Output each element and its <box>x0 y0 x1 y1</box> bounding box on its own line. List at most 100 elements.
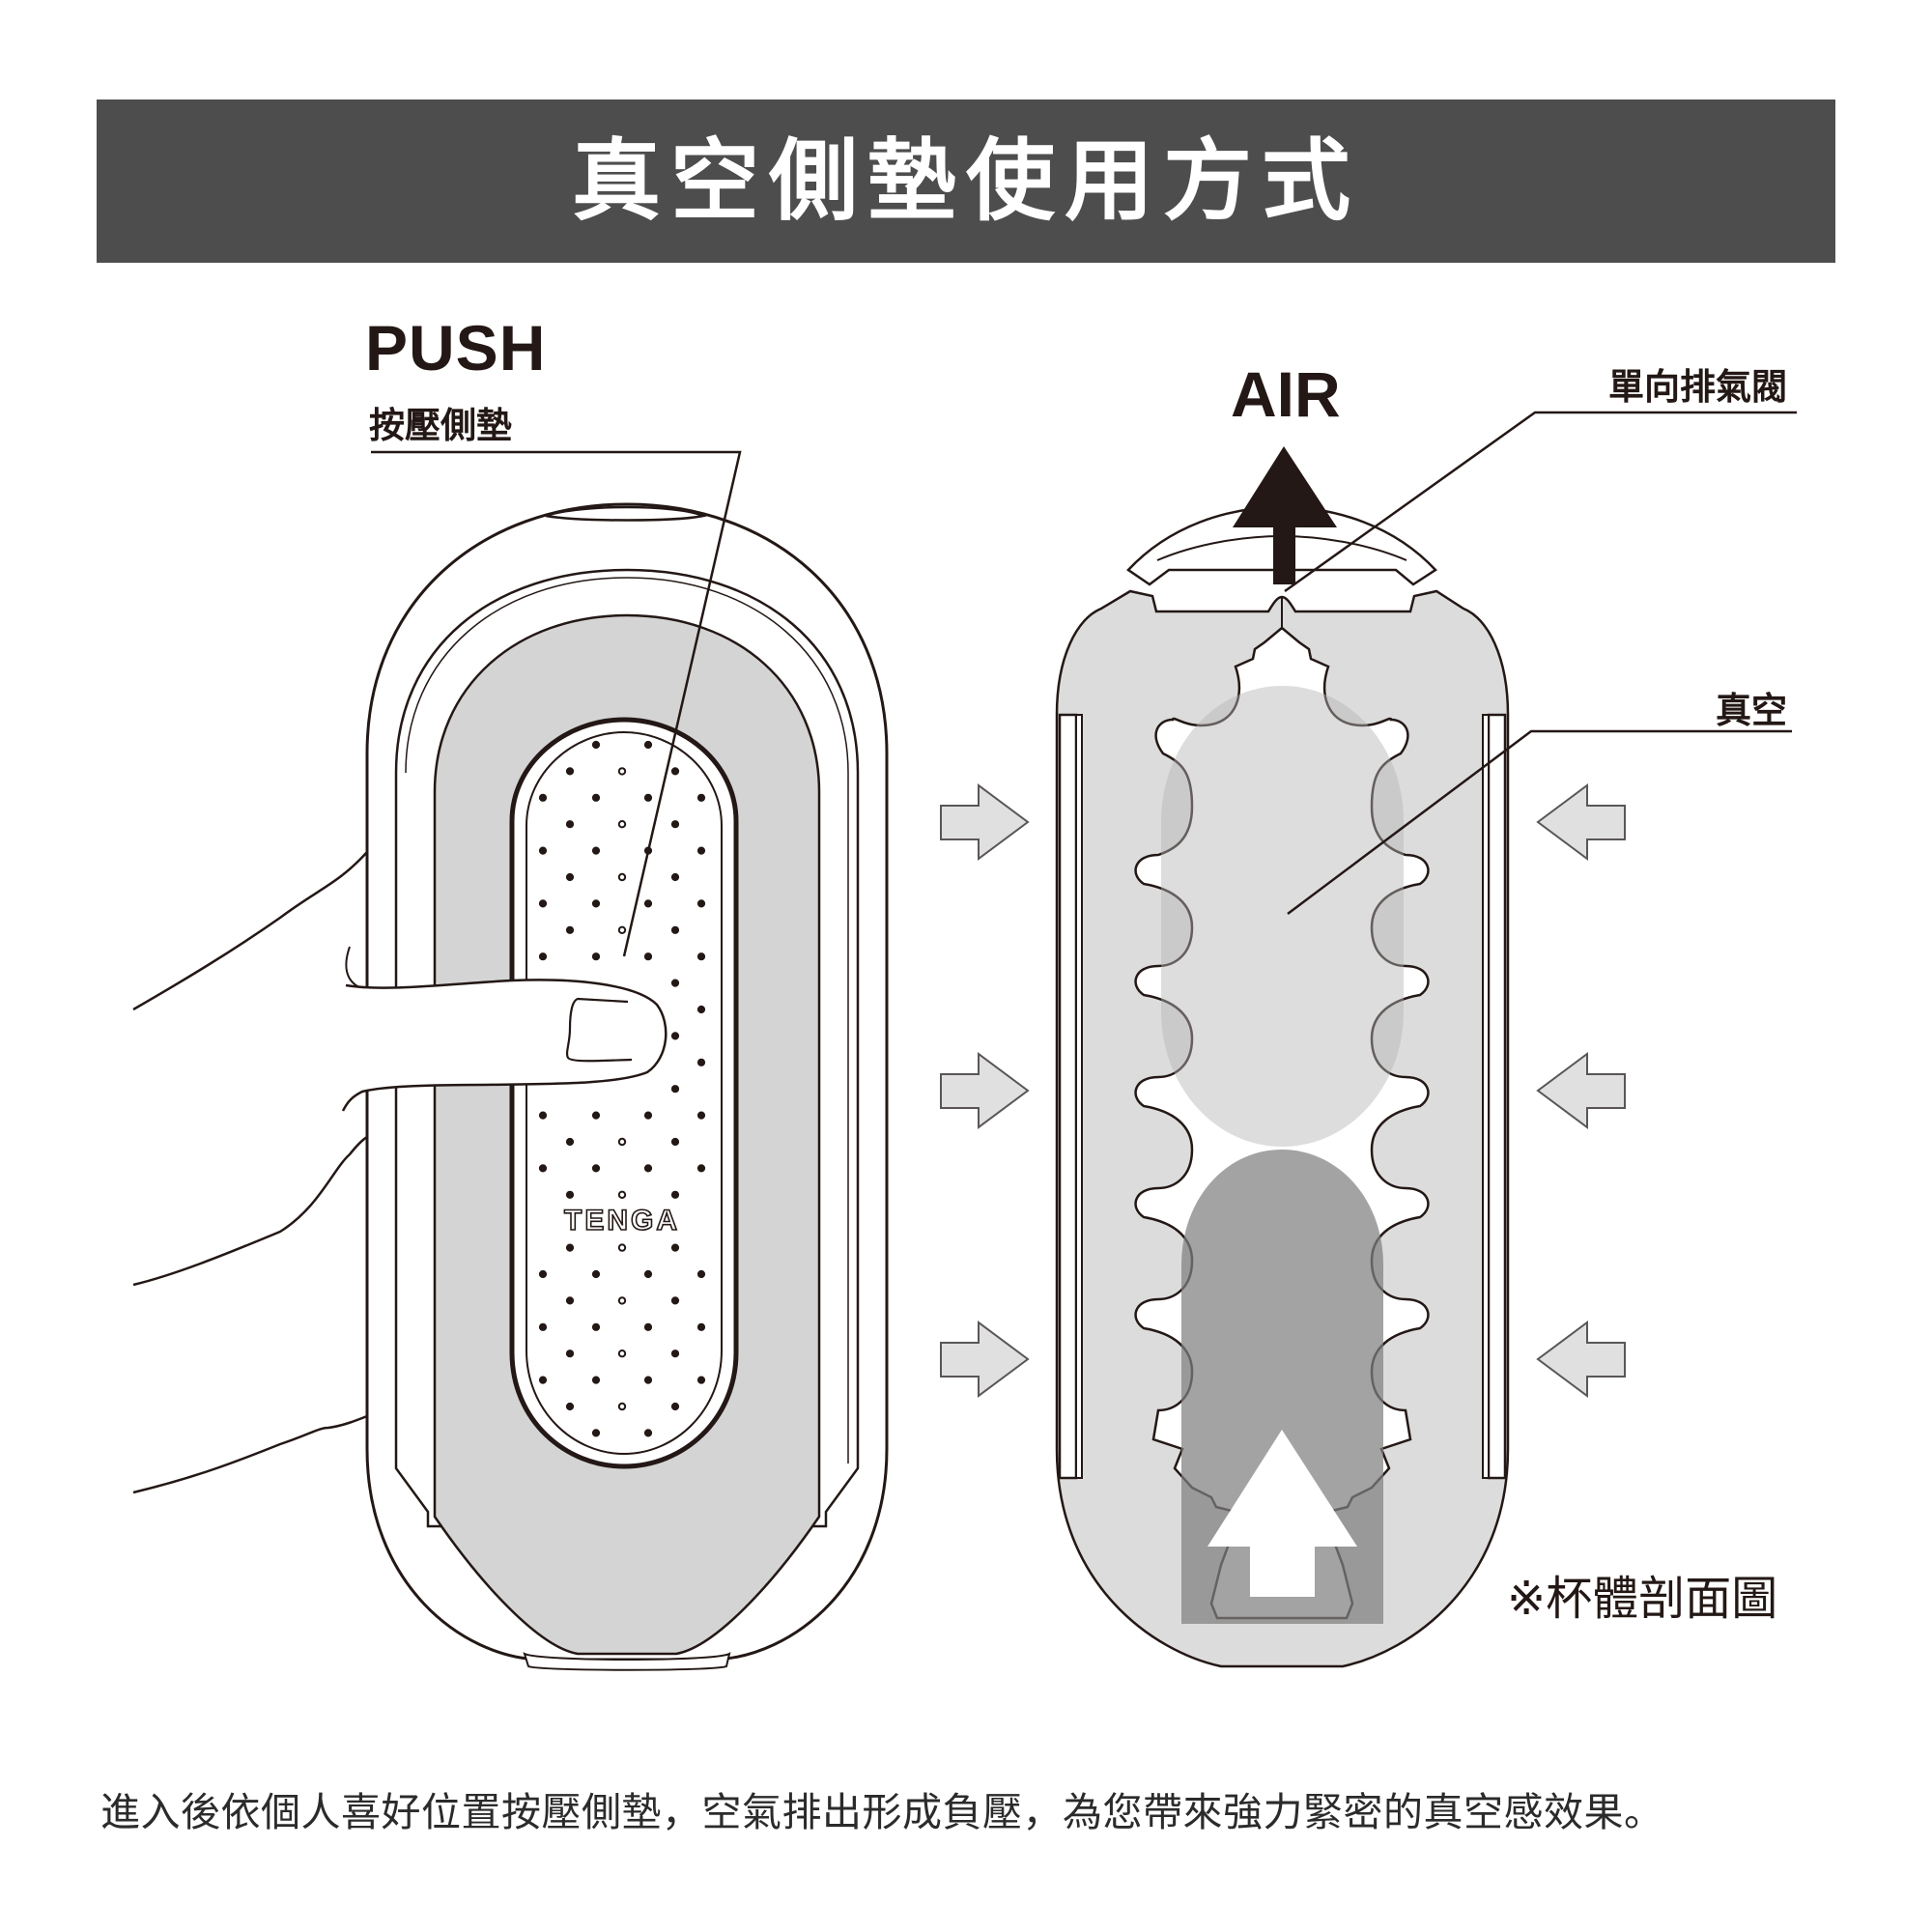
page-title: 真空側墊使用方式 <box>571 129 1360 233</box>
inserted-object <box>1181 1150 1383 1624</box>
pad-dot <box>565 1243 575 1252</box>
device-front: TENGA <box>365 502 889 1671</box>
header-bar: 真空側墊使用方式 <box>97 99 1835 263</box>
pad-dot <box>670 1137 680 1147</box>
pad-dot <box>643 952 653 961</box>
pad-dot <box>591 1429 601 1437</box>
pad-dot <box>696 1111 706 1120</box>
finger-lower-outline <box>132 1414 368 1494</box>
insertion-arrow-icon <box>1208 1430 1357 1597</box>
pad-dot <box>565 1190 575 1199</box>
pad-dot <box>591 899 601 908</box>
air-arrow-up-icon <box>1233 446 1337 584</box>
pad-dot <box>643 793 653 802</box>
arrow-right-icon <box>940 1052 1030 1129</box>
device-bottom-cap <box>523 1652 731 1671</box>
pad-dot <box>643 1376 653 1384</box>
pad-dot <box>565 925 575 934</box>
pad-dot <box>617 925 627 934</box>
device-top-cap <box>545 505 708 522</box>
pad-dot <box>643 740 653 750</box>
side-pad-right <box>1487 713 1507 1480</box>
pad-dot <box>670 1350 680 1358</box>
pad-dot <box>538 793 548 802</box>
pad-dot <box>538 1164 548 1173</box>
pad-dot <box>696 846 706 855</box>
side-pad-callout-label: 按壓側墊 <box>369 405 512 446</box>
pad-dot <box>696 1269 706 1279</box>
pad-dot <box>617 1243 627 1252</box>
finger-upper-outline <box>132 851 368 1011</box>
pad-dot <box>696 1058 706 1066</box>
pad-dot <box>538 1269 548 1279</box>
footer-description: 進入後依個人喜好位置按壓側墊，空氣排出形成負壓，為您帶來強力緊密的真空感效果。 <box>100 1789 1664 1835</box>
pad-dot <box>696 1164 706 1173</box>
pad-dot <box>538 1376 548 1384</box>
pad-dot <box>670 925 680 934</box>
pad-dot <box>670 1243 680 1252</box>
pad-dot <box>696 793 706 802</box>
pad-dot <box>670 767 680 776</box>
pad-dot <box>538 1111 548 1120</box>
pad-dot <box>591 952 601 961</box>
pad-dot <box>643 1322 653 1331</box>
pad-dot <box>696 952 706 961</box>
thumbnail <box>565 997 633 1063</box>
air-label: AIR <box>1231 358 1341 430</box>
pad-dot <box>617 1296 627 1305</box>
pad-dot <box>617 767 627 776</box>
press-pad-dots <box>538 740 706 1437</box>
arrow-right-icon <box>940 1321 1030 1398</box>
pad-dot <box>565 1296 575 1305</box>
pad-dot <box>670 1296 680 1305</box>
pad-dot <box>617 1137 627 1147</box>
pad-dot <box>643 1164 653 1173</box>
pad-dot <box>591 793 601 802</box>
pad-dot <box>565 767 575 776</box>
finger-middle-outline <box>132 1135 368 1287</box>
push-callout-line <box>371 450 742 957</box>
valve-callout-label: 單向排氣閥 <box>1608 366 1787 408</box>
thumb-illustration <box>328 946 668 1112</box>
pad-dot <box>565 1402 575 1411</box>
pad-dot <box>591 1269 601 1279</box>
pad-dot <box>591 1376 601 1384</box>
pad-dot <box>696 899 706 908</box>
pad-dot <box>591 846 601 855</box>
arrow-left-icon <box>1536 1321 1626 1398</box>
pad-dot <box>591 1164 601 1173</box>
squeeze-arrows <box>940 783 1626 1398</box>
pad-dot <box>696 1376 706 1384</box>
pad-dot <box>565 1350 575 1358</box>
push-label: PUSH <box>365 312 547 384</box>
pad-dot <box>670 1190 680 1199</box>
arrow-left-icon <box>1536 1052 1626 1129</box>
pad-dot <box>617 1190 627 1200</box>
pad-dot <box>696 1005 706 1014</box>
pad-dot <box>696 1322 706 1331</box>
pad-dot <box>538 846 548 855</box>
pad-dot <box>591 740 601 750</box>
pad-dot <box>617 1402 627 1411</box>
pad-dot <box>591 1111 601 1120</box>
pad-dot <box>538 952 548 961</box>
valve-callout-line <box>1284 411 1797 593</box>
pad-dot <box>643 899 653 908</box>
pad-dot <box>643 1269 653 1279</box>
device-cross-section <box>1055 505 1510 1668</box>
press-pad <box>526 730 723 1456</box>
cross-section-note: ※杯體剖面圖 <box>1507 1572 1778 1626</box>
pad-dot <box>617 820 627 829</box>
pad-dot <box>565 872 575 882</box>
pad-dot <box>670 979 680 987</box>
tenga-logo: TENGA <box>564 1205 680 1236</box>
pad-dot <box>670 1032 680 1040</box>
pad-dot <box>565 820 575 829</box>
vacuum-zone <box>1161 686 1404 1147</box>
arrow-right-icon <box>940 783 1030 861</box>
arrow-left-icon <box>1536 783 1626 861</box>
pad-dot <box>643 1111 653 1120</box>
pad-dot <box>670 872 680 882</box>
side-pad-left <box>1058 713 1078 1480</box>
